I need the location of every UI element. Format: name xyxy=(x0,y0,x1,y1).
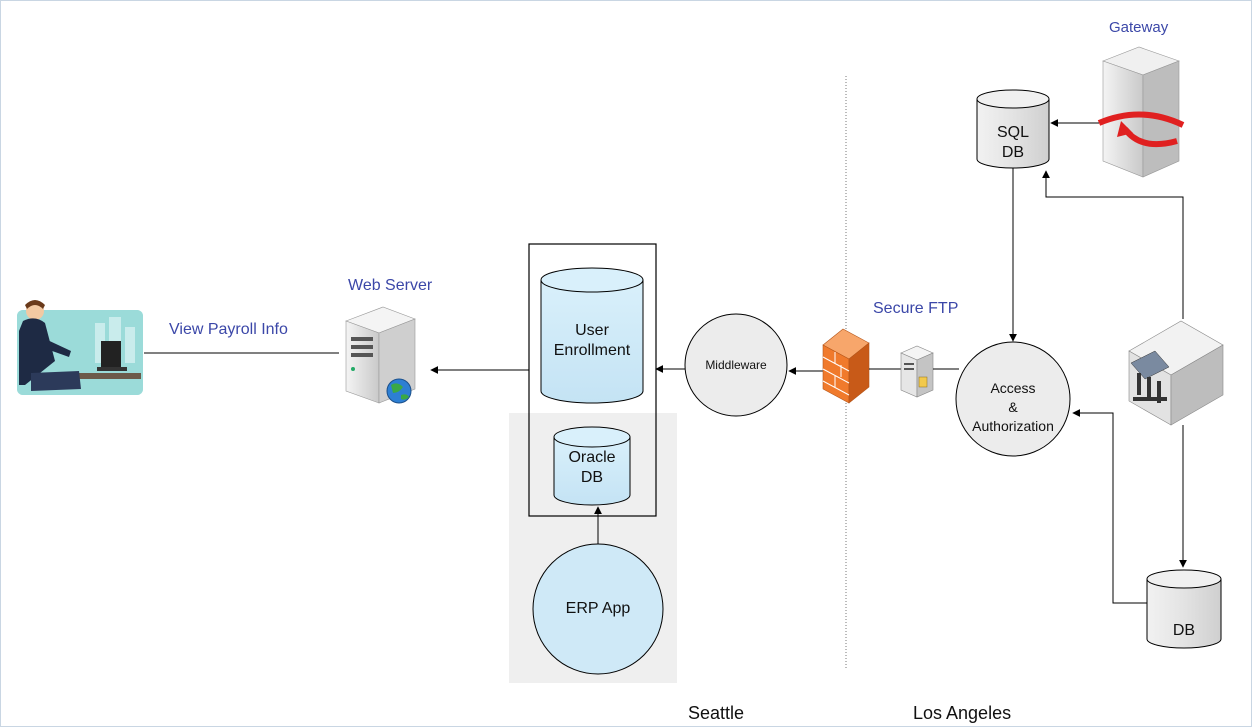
user-at-computer-icon xyxy=(17,300,143,395)
db-text: DB xyxy=(1172,622,1196,639)
web-server-icon xyxy=(345,306,416,404)
access-line1: Access xyxy=(990,380,1036,396)
bank-building-icon xyxy=(1128,320,1224,426)
seattle-label: Seattle xyxy=(688,703,745,723)
edge-db-to-access xyxy=(1072,409,1147,604)
gateway-label: Gateway xyxy=(1109,19,1169,36)
access-authorization-node xyxy=(955,341,1071,457)
oracle-db-line1: Oracle xyxy=(568,449,616,466)
access-line2: & xyxy=(1008,398,1018,415)
edge-bank-to-sqldb xyxy=(1042,170,1184,319)
sql-db-line2: DB xyxy=(1001,144,1025,161)
view-payroll-info-label: View Payroll Info xyxy=(169,321,288,338)
user-enrollment-text: User Enrollment xyxy=(553,322,631,359)
erp-app-text: ERP App xyxy=(565,600,631,617)
ftp-server-icon xyxy=(900,345,934,398)
db xyxy=(1146,569,1222,649)
erp-app-node xyxy=(532,543,664,675)
enrollment-container xyxy=(528,243,657,517)
los-angeles-label: Los Angeles xyxy=(913,703,1012,723)
secure-ftp-label: Secure FTP xyxy=(873,300,959,317)
sql-db xyxy=(976,89,1050,169)
user-enrollment-db xyxy=(540,267,644,404)
middleware-node xyxy=(684,313,788,417)
access-authorization-text: Access & Authorization xyxy=(956,379,1070,436)
access-line3: Authorization xyxy=(972,417,1054,434)
gateway-server-icon xyxy=(1097,46,1185,178)
oracle-db-line2: DB xyxy=(580,469,604,486)
sql-db-text: SQL DB xyxy=(977,123,1049,163)
middleware-text: Middleware xyxy=(705,358,767,372)
firewall-icon xyxy=(822,328,870,404)
oracle-db-text: Oracle DB xyxy=(554,448,630,488)
web-server-label: Web Server xyxy=(348,277,433,294)
oracle-db xyxy=(553,426,631,506)
sql-db-line1: SQL xyxy=(996,124,1029,141)
